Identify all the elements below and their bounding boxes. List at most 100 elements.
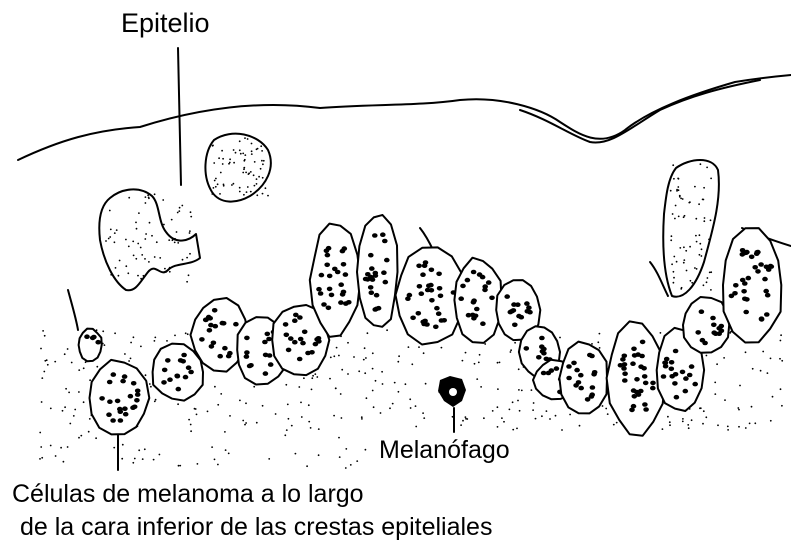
melanoma-cell-dot <box>764 312 770 317</box>
island-dot <box>114 241 116 243</box>
melanoma-cell-dot <box>368 275 374 280</box>
island-dot <box>680 198 682 200</box>
stroma-dot <box>462 420 464 422</box>
stroma-dot <box>781 360 783 362</box>
island-dot <box>251 143 253 145</box>
melanoma-cell-dot <box>719 324 725 329</box>
stroma-dot <box>535 418 537 420</box>
stroma-dot <box>314 373 316 375</box>
melanoma-cell-dot <box>554 366 560 371</box>
island-dot <box>215 178 217 180</box>
stroma-dot <box>762 351 764 353</box>
stroma-dot <box>40 446 42 448</box>
melanoma-cell-dot <box>319 273 325 278</box>
melanoma-cell-dot <box>293 313 299 318</box>
island-dot <box>706 281 708 283</box>
stroma-dot <box>301 416 303 418</box>
island-dot <box>172 239 174 241</box>
stroma-dot <box>39 432 41 434</box>
stroma-dot <box>555 415 557 417</box>
melanoma-cell-dot <box>578 386 584 391</box>
stroma-dot <box>398 391 400 393</box>
stroma-dot <box>40 348 42 350</box>
stroma-dot <box>154 340 156 342</box>
melanoma-cell-dot <box>244 336 250 341</box>
island-dot <box>260 145 262 147</box>
island-dot <box>144 258 146 260</box>
melanoma-cell-dot <box>765 293 771 298</box>
melanoma-cell-dot <box>638 389 644 394</box>
stroma-dot <box>196 414 198 416</box>
melanoma-cell-dot <box>749 254 755 259</box>
island-dot <box>220 172 222 174</box>
island-dot <box>673 256 675 258</box>
stroma-dot <box>41 457 43 459</box>
stroma-dot <box>190 424 192 426</box>
stroma-dot <box>74 409 76 411</box>
stroma-dot <box>716 363 718 365</box>
island-dot <box>698 203 700 205</box>
island-dot <box>686 270 688 272</box>
island-dot <box>247 186 249 188</box>
island-dot <box>263 160 265 162</box>
island-dot <box>708 239 710 241</box>
island-dot <box>228 163 230 165</box>
stroma-dot <box>300 402 302 404</box>
island-dot <box>690 280 692 282</box>
stroma-dot <box>60 447 62 449</box>
stroma-dot <box>335 388 337 390</box>
stroma-dot <box>408 346 410 348</box>
island-dot <box>706 167 708 169</box>
stroma-dot <box>308 421 310 423</box>
island-dot <box>683 259 685 261</box>
melanoma-cell-dot <box>642 374 648 379</box>
stroma-dot <box>174 335 176 337</box>
island-dot <box>694 186 696 188</box>
melanoma-cell-dot <box>700 338 706 343</box>
stroma-dot <box>356 460 358 462</box>
stroma-dot <box>465 418 467 420</box>
melanoma-cell-dot <box>420 272 426 277</box>
melanoma-cell-dot <box>661 374 667 379</box>
stroma-dot <box>64 353 66 355</box>
island-dot <box>701 255 703 257</box>
stroma-dot <box>724 399 726 401</box>
stroma-dot <box>660 332 662 334</box>
melanoma-cell-dot <box>340 292 346 297</box>
stroma-dot <box>89 379 91 381</box>
melanoma-cell-dot <box>297 357 303 362</box>
melanoma-cell-dot <box>341 262 347 267</box>
island-dot <box>169 267 171 269</box>
stroma-dot <box>268 458 270 460</box>
melanoma-cell-dot <box>176 387 182 392</box>
stroma-dot <box>71 362 73 364</box>
melanoma-cell-dot <box>437 286 443 291</box>
melanoma-cell-dot <box>429 288 435 293</box>
melanoma-cell-dot <box>284 333 290 338</box>
stroma-dot <box>667 416 669 418</box>
stroma-dot <box>780 388 782 390</box>
stroma-dot <box>497 426 499 428</box>
stroma-dot <box>717 424 719 426</box>
stroma-dot <box>703 410 705 412</box>
stroma-dot <box>306 465 308 467</box>
melanoma-cell-dot <box>369 266 375 271</box>
stroma-dot <box>46 359 48 361</box>
stroma-dot <box>669 421 671 423</box>
stroma-dot <box>738 409 740 411</box>
stroma-dot <box>41 377 43 379</box>
melanoma-cell-dot <box>162 368 168 373</box>
stroma-dot <box>285 384 287 386</box>
island-dot <box>137 275 139 277</box>
melanoma-cell-dot <box>643 407 649 412</box>
island-dot <box>683 262 685 264</box>
stroma-dot <box>159 454 161 456</box>
island-dot <box>148 197 150 199</box>
melanoma-cell-dot <box>346 300 352 305</box>
stroma-dot <box>318 428 320 430</box>
island-dot <box>212 145 214 147</box>
island-dot <box>678 216 680 218</box>
melanoma-cell-dot <box>111 372 117 377</box>
melanoma-cell-dot <box>265 332 271 337</box>
island-dot <box>181 205 183 207</box>
